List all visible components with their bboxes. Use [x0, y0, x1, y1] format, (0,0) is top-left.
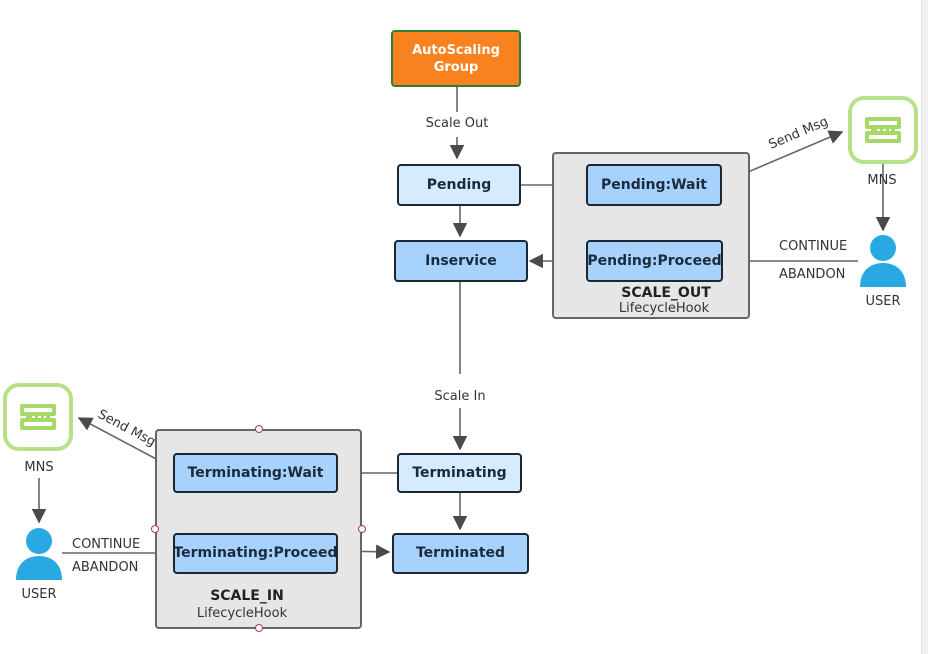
selection-handle[interactable] — [151, 525, 159, 533]
scale-in-hook-subtitle: LifecycleHook — [196, 606, 288, 621]
terminating-proceed-node[interactable]: Terminating:Proceed — [173, 533, 338, 574]
selection-handle[interactable] — [255, 624, 263, 632]
terminated-node[interactable]: Terminated — [392, 533, 529, 574]
scale-out-label: Scale Out — [422, 116, 492, 131]
user-person-icon — [860, 235, 906, 287]
user-bottom-label: USER — [21, 587, 57, 602]
scroll-edge — [921, 0, 928, 654]
autoscaling-group-node[interactable]: AutoScaling Group — [391, 30, 521, 87]
pending-wait-node[interactable]: Pending:Wait — [586, 164, 722, 206]
scale-out-hook-subtitle: LifecycleHook — [618, 301, 710, 316]
pending-node[interactable]: Pending — [397, 164, 521, 206]
mns-logo-icon — [3, 383, 73, 451]
selection-handle[interactable] — [255, 425, 263, 433]
inservice-node[interactable]: Inservice — [394, 240, 528, 282]
edge-terminatingwait-mns — [77, 417, 161, 462]
selection-handle[interactable] — [358, 525, 366, 533]
continue-top-label: CONTINUE — [779, 239, 848, 254]
terminating-wait-node[interactable]: Terminating:Wait — [173, 453, 338, 493]
scale-out-hook-title: SCALE_OUT — [621, 285, 711, 301]
scale-in-label: Scale In — [431, 389, 489, 404]
abandon-bottom-label: ABANDON — [72, 560, 139, 575]
mns-logo-icon — [848, 96, 918, 164]
mns-bottom-label: MNS — [24, 460, 54, 475]
pending-proceed-node[interactable]: Pending:Proceed — [586, 240, 723, 282]
user-top-label: USER — [865, 294, 901, 309]
scale-in-hook-title: SCALE_IN — [210, 588, 284, 604]
user-person-icon — [16, 528, 62, 580]
abandon-top-label: ABANDON — [779, 267, 846, 282]
mns-top-label: MNS — [867, 173, 897, 188]
terminating-node[interactable]: Terminating — [397, 453, 522, 493]
continue-bottom-label: CONTINUE — [72, 537, 141, 552]
